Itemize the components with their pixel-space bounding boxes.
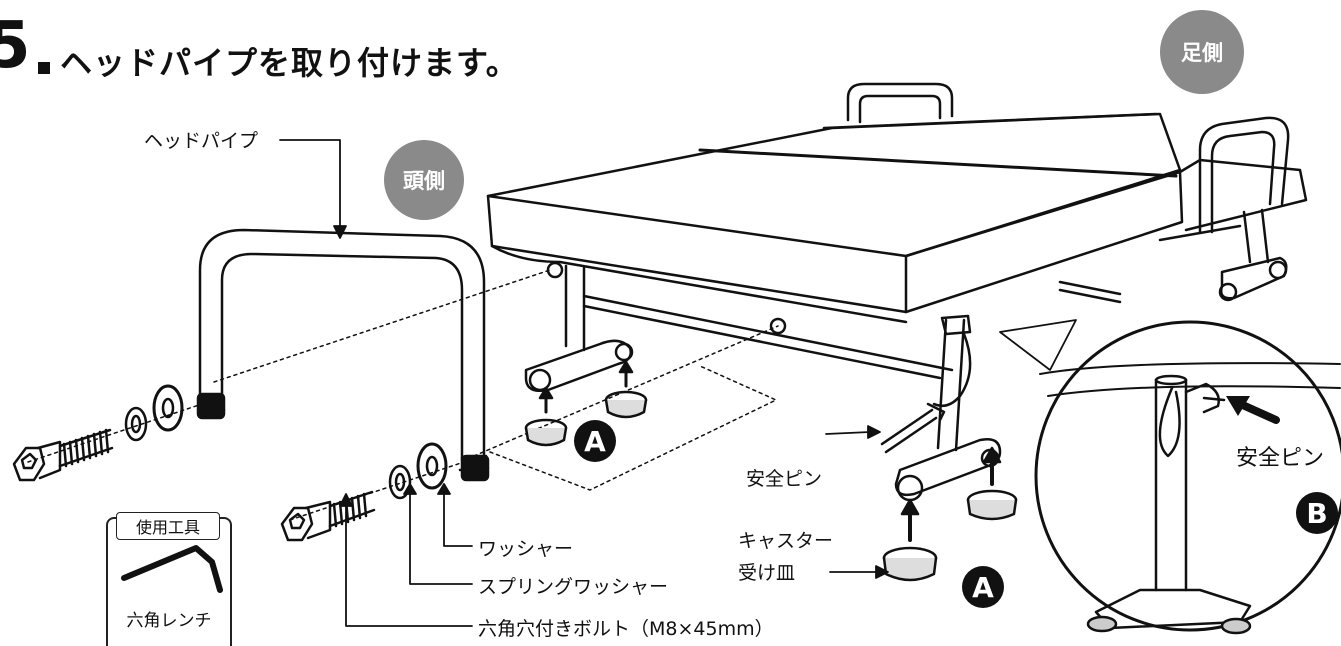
tool-label: 六角レンチ (126, 611, 212, 631)
foot-side-badge: 足側 (1160, 10, 1244, 94)
hex-bolt-label: 六角穴付きボルト（M8×45mm） (478, 618, 774, 640)
safety-pin-detail-label: 安全ピン (1236, 446, 1325, 471)
caster-label-line2: 受け皿 (738, 562, 796, 584)
caster-cups (524, 390, 1018, 582)
step-dot (38, 62, 50, 74)
washer-label: ワッシャー (478, 538, 574, 560)
step-number: 5 (0, 9, 31, 83)
hex-wrench (121, 545, 223, 593)
head-side-badge: 頭側 (384, 140, 464, 220)
caster-label-line1: キャスター (738, 530, 834, 552)
folding-bed (486, 82, 1308, 502)
head-pipe-label: ヘッドパイプ (144, 130, 259, 152)
marker-a-upper: A (574, 420, 616, 462)
tool-header: 使用工具 (116, 512, 220, 540)
bolt-set-lower (280, 442, 448, 542)
safety-pin-label: 安全ピン (746, 468, 823, 490)
spring-washer-label: スプリングワッシャー (478, 576, 669, 598)
head-pipe (196, 228, 490, 482)
step-title: ヘッドパイプを取り付けます。 (60, 44, 519, 82)
leader-lines (279, 139, 889, 627)
direction-arrows (538, 360, 1002, 542)
detail-view (999, 319, 1341, 635)
marker-b: B (1296, 492, 1338, 534)
marker-a-lower: A (962, 566, 1004, 608)
bolt-set-upper (12, 384, 184, 482)
